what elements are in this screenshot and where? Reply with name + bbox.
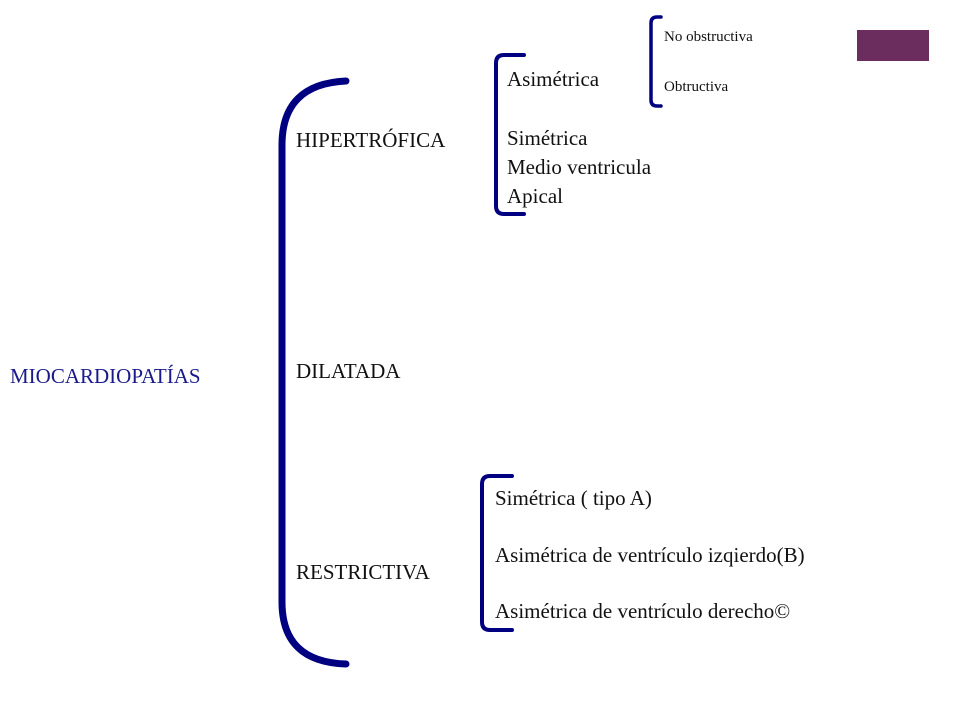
non-obstructive-label: No obstructiva bbox=[664, 29, 753, 45]
hypertrophic-bracket bbox=[494, 53, 526, 216]
restrictive-subtype-c: Asimétrica de ventrículo derecho© bbox=[495, 599, 791, 623]
restrictive-subtype-a: Simétrica ( tipo A) bbox=[495, 486, 652, 510]
mid-ventricular-label: Medio ventricula bbox=[507, 155, 652, 179]
symmetric-label: Simétrica bbox=[507, 126, 588, 150]
asymmetric-label: Asimétrica bbox=[507, 67, 600, 91]
restrictive-bracket bbox=[480, 474, 514, 632]
root-label: MIOCARDIOPATÍAS bbox=[10, 364, 201, 388]
accent-square bbox=[857, 30, 929, 61]
asymmetric-bracket bbox=[649, 15, 663, 108]
obstructive-label: Obtructiva bbox=[664, 79, 729, 95]
hypertrophic-label: HIPERTRÓFICA bbox=[296, 128, 446, 152]
main-bracket bbox=[278, 77, 350, 668]
apical-label: Apical bbox=[507, 184, 563, 208]
dilated-label: DILATADA bbox=[296, 359, 401, 383]
restrictive-subtype-b: Asimétrica de ventrículo izqierdo(B) bbox=[495, 543, 805, 567]
restrictive-label: RESTRICTIVA bbox=[296, 560, 430, 584]
